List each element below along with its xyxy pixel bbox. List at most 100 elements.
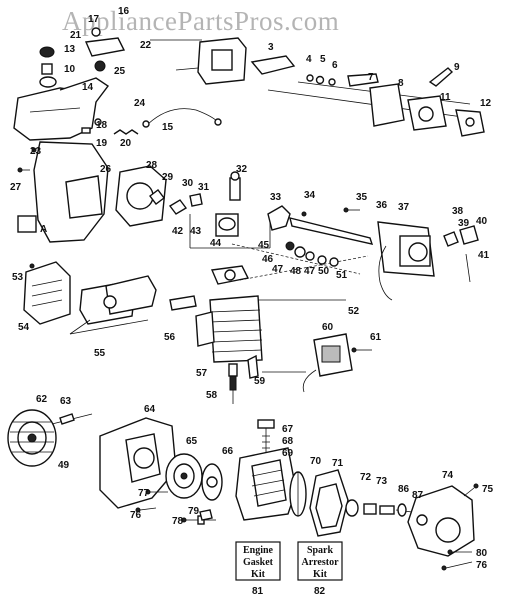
callout-39: 39	[458, 218, 470, 229]
screw-76-left	[135, 507, 157, 513]
callout-52: 52	[348, 306, 360, 317]
callout-42: 42	[172, 226, 184, 237]
callout-28: 28	[146, 160, 158, 171]
kit-label-line: Spark	[307, 545, 334, 556]
callout-86: 86	[398, 484, 410, 495]
callout-31: 31	[198, 182, 210, 193]
shoe-plate-70	[289, 471, 307, 517]
callout-16: 16	[118, 6, 130, 17]
callout-74: 74	[442, 470, 454, 481]
callout-4: 4	[306, 54, 312, 65]
callout-6: 6	[332, 60, 338, 71]
callout-33: 33	[270, 192, 282, 203]
screw-80-76-right	[441, 549, 473, 571]
callout-14: 14	[82, 82, 94, 93]
callout-60: 60	[322, 322, 334, 333]
bearing-86-87	[395, 503, 413, 517]
crank-bearing-parts	[285, 241, 339, 267]
callout-63: 63	[60, 396, 72, 407]
callout-80: 80	[476, 548, 488, 559]
knob-67-68	[257, 419, 275, 454]
crankcase-part	[99, 417, 177, 509]
callout-23: 23	[30, 146, 42, 157]
callout-49: 49	[58, 460, 70, 471]
callout-45: 45	[258, 240, 270, 251]
callout-27: 27	[10, 182, 22, 193]
flywheel-part	[7, 409, 57, 467]
wrench-59	[247, 354, 259, 379]
throttle-lever-part	[250, 55, 296, 75]
muffler-cover-part	[23, 261, 71, 325]
callout-A: A	[40, 224, 47, 235]
callout-73: 73	[376, 476, 388, 487]
callout-79: 79	[188, 506, 200, 517]
muffler-clip-parts	[443, 225, 479, 283]
callout-7: 7	[368, 72, 374, 83]
cylinder-gasket-part	[210, 265, 250, 285]
callout-36: 36	[376, 200, 388, 211]
callout-68: 68	[282, 436, 294, 447]
callout-35: 35	[356, 192, 368, 203]
clutch-pawl-parts	[189, 193, 239, 237]
callout-46: 46	[262, 254, 274, 265]
callout-26: 26	[100, 164, 112, 175]
callout-5: 5	[320, 54, 326, 65]
callout-59: 59	[254, 376, 266, 387]
spark-plug-part	[228, 363, 238, 404]
screw-27	[17, 147, 37, 173]
callout-76b: 76	[476, 560, 488, 571]
callout-77: 77	[138, 488, 150, 499]
callout-41: 41	[478, 250, 490, 261]
callout-69: 69	[282, 448, 294, 459]
callout-47a: 47	[272, 264, 284, 275]
callout-71: 71	[332, 458, 344, 469]
fuel-cap-part	[39, 46, 55, 75]
callout-9: 9	[454, 62, 460, 73]
callout-13: 13	[64, 44, 76, 55]
cylinder-part	[195, 295, 263, 363]
callout-87: 87	[412, 490, 424, 501]
callout-78: 78	[172, 516, 184, 527]
callout-10: 10	[64, 64, 76, 75]
screw-75	[463, 483, 479, 497]
callout-18: 18	[96, 120, 108, 131]
ignition-module-part	[302, 333, 353, 393]
screw-77	[145, 489, 168, 495]
intake-spacer-part	[169, 295, 197, 311]
kit-label-line: Arrestor	[301, 557, 339, 568]
callout-61: 61	[370, 332, 382, 343]
engine-gasket-kit-box: Engine Gasket Kit	[235, 541, 281, 581]
spring-part-9	[428, 67, 454, 87]
callout-58: 58	[206, 390, 218, 401]
gasket-part	[455, 109, 485, 137]
callout-32: 32	[236, 164, 248, 175]
screw-61	[351, 347, 372, 353]
callout-66: 66	[222, 446, 234, 457]
callout-75: 75	[482, 484, 494, 495]
engine-cover-part	[17, 141, 109, 243]
callout-12: 12	[480, 98, 492, 109]
spark-arrestor-kit-box: Spark Arrestor Kit	[297, 541, 343, 581]
callout-22: 22	[140, 40, 152, 51]
callout-38: 38	[452, 206, 464, 217]
drive-disc-66	[201, 463, 223, 501]
callout-34: 34	[304, 190, 316, 201]
kit-label-line: Kit	[251, 569, 266, 580]
callout-3: 3	[268, 42, 274, 53]
bearing-housing-part	[377, 221, 435, 277]
small-parts-78-79	[181, 509, 213, 523]
callout-17: 17	[88, 14, 100, 25]
kit-label-line: Gasket	[243, 557, 274, 568]
callout-64: 64	[144, 404, 156, 415]
muffler-part	[79, 275, 157, 325]
fuel-tank-part	[13, 76, 110, 141]
callout-48: 48	[290, 266, 302, 277]
carburetor-part	[150, 37, 247, 85]
callout-44: 44	[210, 238, 222, 249]
drive-housing-74	[407, 485, 475, 557]
callout-53: 53	[12, 272, 24, 283]
pulley-65-part	[165, 453, 203, 499]
clutch-71	[309, 469, 349, 537]
callout-76a: 76	[130, 510, 142, 521]
callout-82: 82	[314, 586, 326, 597]
